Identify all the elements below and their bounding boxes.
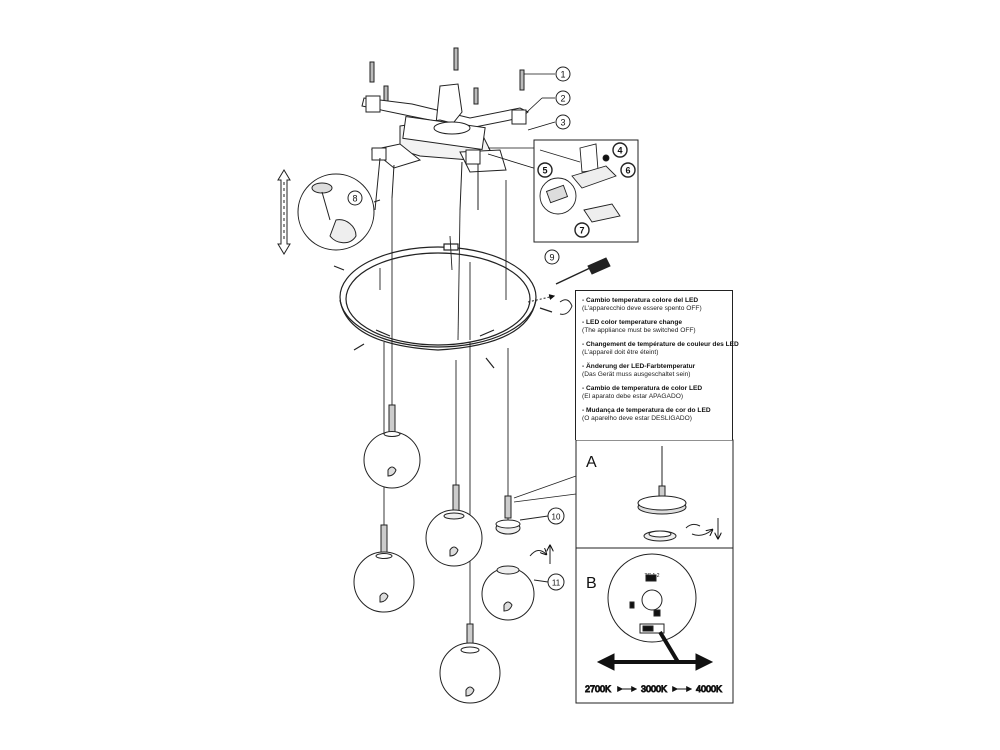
- svg-text:3000K: 3000K: [641, 684, 667, 694]
- globe-2: [353, 524, 415, 613]
- rotate-and-lift-arrows: [519, 515, 550, 583]
- panel-a: A: [586, 446, 718, 542]
- callout-8: 8: [347, 190, 363, 206]
- mounting-screws: [369, 47, 525, 105]
- callout-10: 10: [547, 507, 565, 525]
- globe-1: [363, 404, 421, 489]
- temp-selector: 2700K 3000K 4000K: [585, 684, 723, 695]
- instruction-fr: - Changement de température de couleur d…: [582, 341, 739, 357]
- svg-text:10: 10: [552, 513, 561, 522]
- svg-text:6: 6: [625, 166, 630, 176]
- screwdriver-tool: [527, 257, 611, 315]
- instruction-note: (O aparelho deve estar DESLIGADO): [582, 415, 692, 422]
- callout-3: 3: [555, 114, 571, 130]
- globe-4: [439, 623, 501, 704]
- instruction-it: - Cambio temperatura colore del LED (L'a…: [582, 297, 726, 313]
- svg-text:1: 1: [560, 70, 565, 80]
- instruction-note: (L'appareil doit être éteint): [582, 349, 659, 356]
- svg-text:4: 4: [617, 146, 622, 156]
- panel-b: B TC 1 2 2700K 3000K 4000K: [585, 553, 723, 695]
- instruction-note: (L'apparecchio deve essere spento OFF): [582, 305, 702, 312]
- callout-7: 7: [574, 222, 590, 238]
- svg-text:5: 5: [542, 166, 547, 176]
- globe-5: [481, 495, 535, 621]
- instruction-de: - Änderung der LED-Farbtemperatur (Das G…: [582, 363, 726, 379]
- callout-6: 6: [620, 162, 636, 178]
- instruction-note: (El aparato debe estar APAGADO): [582, 393, 684, 400]
- instruction-pt: - Mudança de temperatura de cor do LED (…: [582, 407, 726, 423]
- instruction-es: - Cambio de temperatura de color LED (El…: [582, 385, 726, 401]
- svg-text:2: 2: [560, 94, 565, 104]
- instruction-title: - Mudança de temperatura de cor do LED: [582, 407, 711, 414]
- globe-3: [425, 484, 483, 567]
- instruction-note: (The appliance must be switched OFF): [582, 327, 696, 334]
- svg-text:3: 3: [560, 118, 565, 128]
- switch-arrow: [596, 630, 714, 671]
- svg-text:8: 8: [352, 194, 357, 204]
- svg-text:11: 11: [552, 579, 561, 588]
- led-instructions-box: - Cambio temperatura colore del LED (L'a…: [575, 290, 739, 440]
- callout-2: 2: [555, 90, 571, 106]
- svg-text:7: 7: [579, 226, 584, 236]
- callout-4: 4: [612, 142, 628, 158]
- callout-leaders-top: [487, 73, 556, 171]
- instruction-title: - Cambio temperatura colore del LED: [582, 297, 699, 304]
- callout-1: 1: [555, 66, 571, 82]
- svg-text:B: B: [586, 575, 597, 592]
- callout-9: 9: [544, 249, 560, 265]
- ceiling-bracket: [361, 47, 529, 211]
- led-board: [607, 553, 697, 643]
- instruction-note: (Das Gerät muss ausgeschaltet sein): [582, 371, 691, 378]
- lamp-ring: [333, 243, 553, 369]
- svg-text:4000K: 4000K: [696, 684, 722, 694]
- svg-text:9: 9: [549, 253, 554, 263]
- instruction-title: - Cambio de temperatura de color LED: [582, 385, 703, 392]
- svg-text:2700K: 2700K: [585, 684, 611, 694]
- height-adjust-arrow: [277, 169, 291, 255]
- callout-5: 5: [537, 162, 553, 178]
- led-board-label: TC 1 2: [644, 573, 659, 579]
- panel-a-leader: [513, 475, 577, 503]
- svg-text:A: A: [586, 454, 597, 471]
- callout-11: 11: [547, 573, 565, 591]
- instruction-title: - LED color temperature change: [582, 319, 683, 326]
- detail-8-magnifier: [297, 173, 381, 251]
- instruction-title: - Änderung der LED-Farbtemperatur: [582, 363, 696, 370]
- callout-markers: 1 2 3 4 5 6 7 8: [347, 66, 636, 591]
- instruction-title: - Changement de température de couleur d…: [582, 341, 739, 348]
- instruction-en: - LED color temperature change (The appl…: [582, 319, 726, 335]
